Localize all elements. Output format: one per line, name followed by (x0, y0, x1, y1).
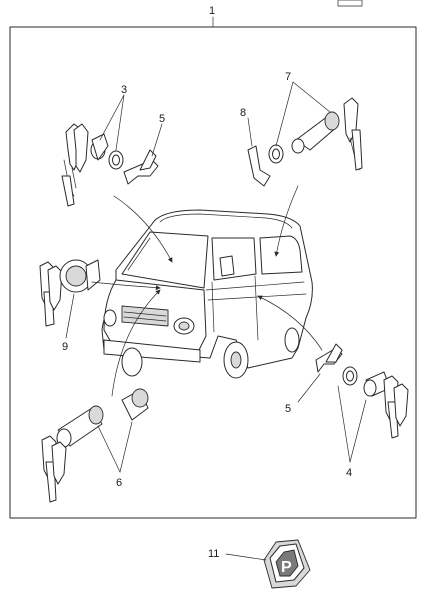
callout-1: 1 (209, 5, 215, 17)
rear-lock-cylinder-set (247, 97, 363, 187)
arrow-ignition (91, 281, 161, 291)
callout-4: 4 (346, 467, 352, 479)
lock-clip-lower (315, 343, 343, 373)
callout-6: 6 (116, 477, 122, 489)
tailgate-lock-set (41, 388, 149, 503)
arrow-tailgate (111, 289, 161, 397)
callout-11: 11 (208, 548, 219, 560)
arrow-rear-door (274, 185, 299, 257)
corner-tab (337, 0, 363, 7)
arrow-front-door (113, 195, 173, 263)
callout-5-bottom: 5 (285, 403, 291, 415)
ignition-lock-set (39, 259, 101, 327)
door-lock-cylinder-set (61, 123, 124, 207)
park-emblem: P (263, 539, 311, 589)
callout-9: 9 (62, 341, 68, 353)
callout-8: 8 (240, 107, 246, 119)
callout-3: 3 (121, 84, 127, 96)
side-door-lock-set (342, 366, 409, 439)
park-letter: P (281, 559, 292, 576)
callout-7: 7 (285, 71, 291, 83)
lock-clip-upper (123, 149, 159, 185)
arrow-side-door (257, 295, 323, 351)
callout-5-top: 5 (159, 113, 165, 125)
